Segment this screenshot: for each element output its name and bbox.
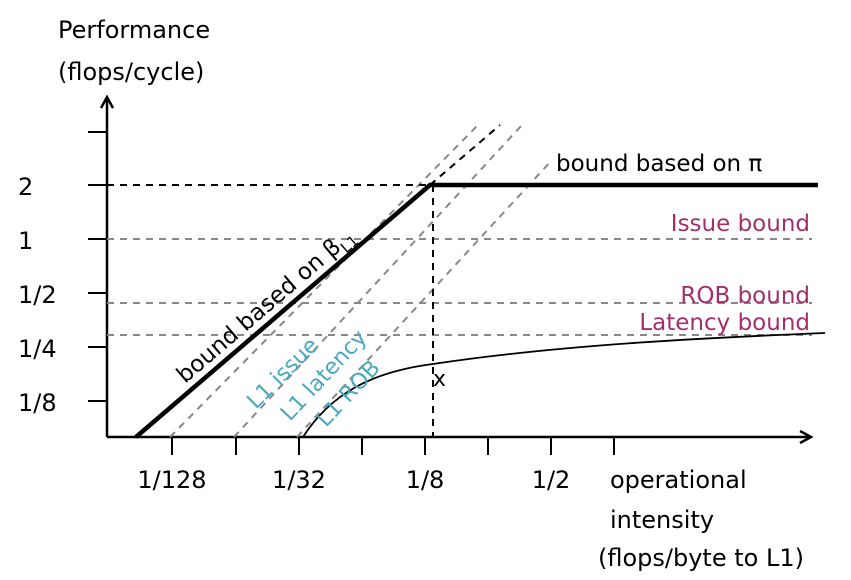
y-tick-label: 1/4 — [18, 335, 57, 363]
l1-issue-diagonal — [169, 124, 479, 438]
roofline — [134, 182, 818, 439]
l1-latency-diagonal — [233, 124, 523, 438]
x-axis-title-line3: (flops/byte to L1) — [598, 544, 804, 572]
x-tick-label: 1/128 — [137, 466, 206, 494]
beta-extension-line — [429, 124, 501, 186]
pi-bound-label: bound based on π — [556, 151, 762, 177]
y-tick-label: 1 — [18, 227, 33, 255]
x-tick-label: 1/2 — [532, 466, 571, 494]
x-ticks — [171, 437, 615, 455]
y-tick-label: 1/2 — [18, 281, 57, 309]
point-x-label: x — [433, 367, 446, 392]
latency-bound-label: Latency bound — [639, 310, 810, 336]
performance-curve — [302, 332, 826, 438]
y-axis-title-line2: (flops/cycle) — [58, 58, 204, 86]
x-tick-label: 1/32 — [272, 466, 326, 494]
y-axis-title-line1: Performance — [58, 16, 210, 44]
y-tick-label: 2 — [18, 173, 33, 201]
issue-bound-label: Issue bound — [671, 211, 810, 237]
l1-rob-diagonal — [296, 159, 553, 438]
x-tick-label: 1/8 — [406, 466, 445, 494]
x-axis-title-line1: operational — [610, 466, 747, 494]
x-axis-title-line2: intensity — [610, 506, 714, 534]
rob-bound-label: ROB bound — [680, 283, 810, 309]
y-ticks — [88, 131, 107, 402]
y-tick-label: 1/8 — [18, 389, 57, 417]
